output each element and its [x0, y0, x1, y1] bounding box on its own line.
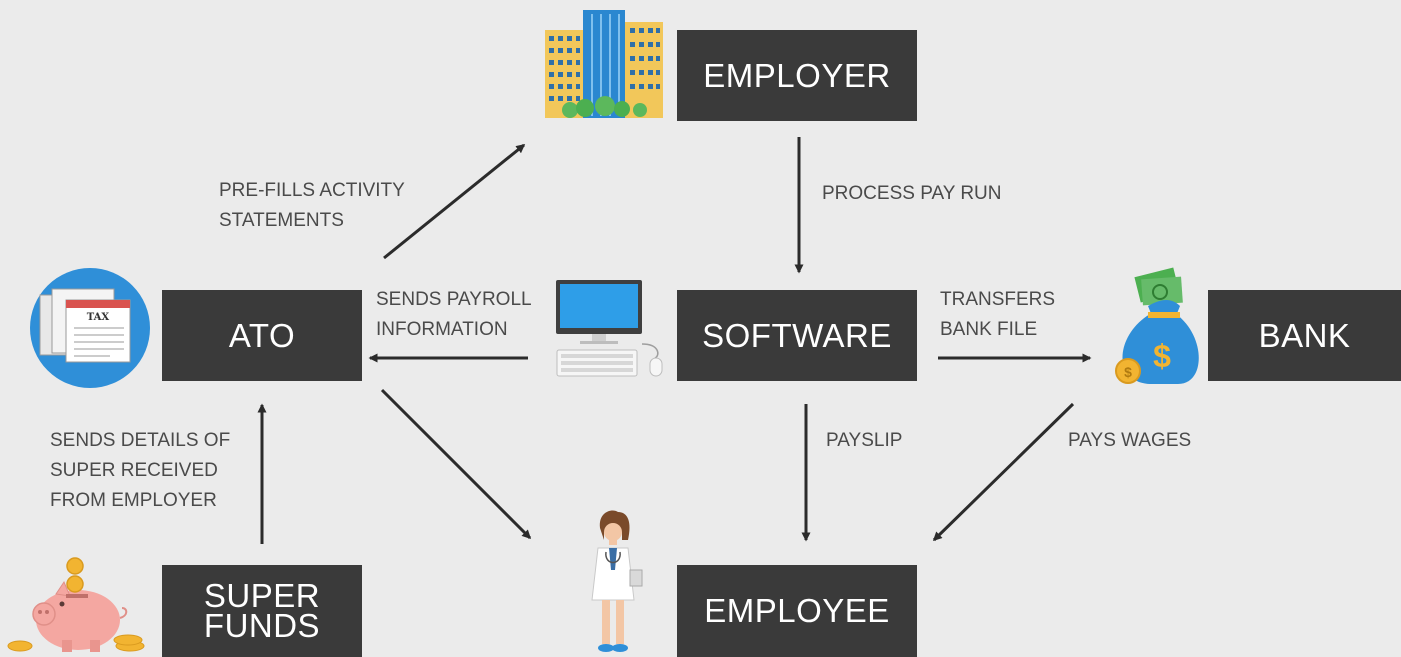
- node-ato-label: ATO: [228, 316, 296, 354]
- edge-label-software-to-ato: SENDS PAYROLL INFORMATION: [376, 285, 532, 345]
- doctor-employee-icon: [591, 510, 643, 652]
- piggy-bank-icon: [7, 557, 145, 652]
- arrow-bank-to-employee: [932, 402, 1075, 542]
- node-employer: EMPLOYER: [677, 30, 917, 121]
- office-buildings-icon: [545, 10, 663, 118]
- edge-label-line: SENDS PAYROLL: [376, 289, 532, 310]
- edge-label-line: PRE-FILLS ACTIVITY: [219, 180, 405, 201]
- node-employee: EMPLOYEE: [677, 565, 917, 657]
- node-employee-label: EMPLOYEE: [704, 592, 890, 629]
- edge-label-line: TRANSFERS: [940, 289, 1056, 310]
- node-employer-label: EMPLOYER: [703, 56, 891, 94]
- edge-label-software-to-employee: PAYSLIP: [826, 426, 902, 456]
- money-bag-icon: $ $: [1115, 267, 1199, 384]
- edge-label-ato-to-employer: PRE-FILLS ACTIVITY STATEMENTS: [219, 176, 405, 236]
- edge-label-line: BANK FILE: [940, 319, 1038, 340]
- arrow-ato-to-employee: [380, 388, 532, 540]
- tax-document-icon: TAX: [30, 268, 150, 388]
- coin-dollar-sign: $: [1124, 364, 1132, 380]
- edge-label-line: SUPER RECEIVED: [50, 460, 218, 481]
- edge-label-line: PAYSLIP: [826, 430, 903, 451]
- edge-label-super-to-ato: SENDS DETAILS OF SUPER RECEIVED FROM EMP…: [50, 426, 230, 516]
- node-super-funds: SUPER FUNDS: [162, 565, 362, 657]
- desktop-computer-icon: [556, 280, 663, 377]
- bag-dollar-sign: $: [1153, 338, 1171, 374]
- node-super-funds-label-line1: SUPER: [203, 577, 321, 614]
- edge-label-line: PROCESS PAY RUN: [822, 183, 1002, 204]
- edge-label-software-to-bank: TRANSFERS BANK FILE: [940, 285, 1055, 345]
- node-super-funds-label-line2: FUNDS: [203, 607, 321, 644]
- node-software-label: SOFTWARE: [702, 316, 892, 354]
- edge-label-employer-to-software: PROCESS PAY RUN: [822, 179, 1002, 209]
- node-software: SOFTWARE: [677, 290, 917, 381]
- edge-label-line: STATEMENTS: [219, 210, 344, 231]
- node-ato: ATO: [162, 290, 362, 381]
- edge-label-line: SENDS DETAILS OF: [50, 430, 231, 451]
- edge-label-line: INFORMATION: [376, 319, 508, 340]
- tax-form-text: TAX: [87, 312, 110, 323]
- edge-label-line: FROM EMPLOYER: [50, 490, 217, 511]
- edge-label-bank-to-employee: PAYS WAGES: [1068, 426, 1191, 456]
- node-bank-label: BANK: [1258, 316, 1351, 354]
- arrow-ato-to-employer: [383, 143, 526, 260]
- node-bank: BANK: [1208, 290, 1401, 381]
- edge-label-line: PAYS WAGES: [1068, 430, 1192, 451]
